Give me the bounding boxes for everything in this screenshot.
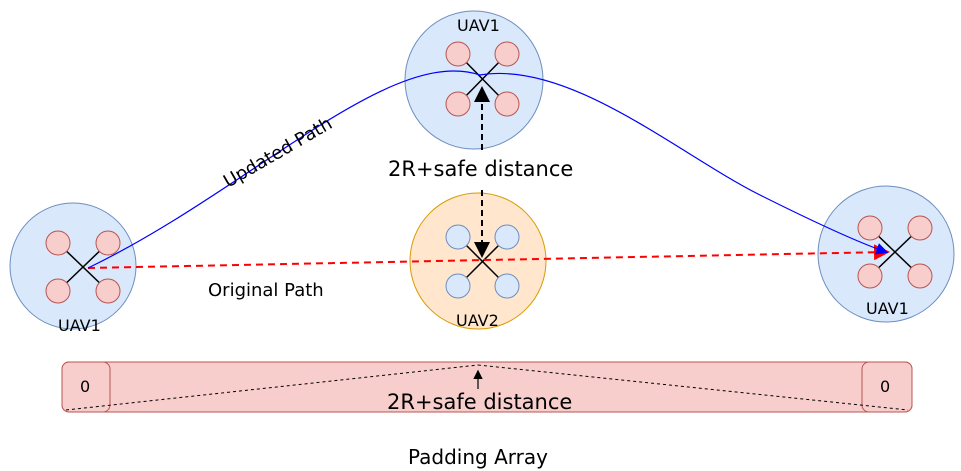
- padding-ramp-right: [477, 364, 909, 411]
- uav-top-label: UAV1: [457, 16, 500, 35]
- uav-top-drone-icon: [445, 41, 520, 117]
- distance-label: 2R+safe distance: [388, 157, 573, 181]
- uav-left-label: UAV1: [58, 316, 101, 335]
- uav-obstacle-drone-icon: [445, 224, 520, 299]
- uav-left-drone-icon: [45, 230, 121, 304]
- padding-cell-right: [861, 361, 913, 413]
- original-path-line: [87, 244, 890, 269]
- updated-path-label: Updated Path: [220, 113, 336, 192]
- uav-left: UAV1: [9, 202, 137, 335]
- original-path-label: Original Path: [208, 280, 324, 301]
- updated-path-line: [87, 70, 889, 269]
- uav-right-drone-icon: [857, 215, 933, 289]
- uav-top: UAV1: [404, 10, 544, 150]
- padding-array: 0 0 2R+safe distance: [61, 361, 913, 414]
- uav-right-label: UAV1: [866, 299, 909, 318]
- padding-right-value: 0: [880, 377, 890, 396]
- padding-cell-left: [61, 361, 111, 413]
- uav-right: UAV1: [817, 185, 955, 323]
- padding-array-caption: Padding Array: [408, 445, 548, 469]
- padding-distance-label: 2R+safe distance: [387, 390, 572, 414]
- uav-obstacle-label: UAV2: [456, 311, 499, 330]
- padding-left-value: 0: [80, 377, 90, 396]
